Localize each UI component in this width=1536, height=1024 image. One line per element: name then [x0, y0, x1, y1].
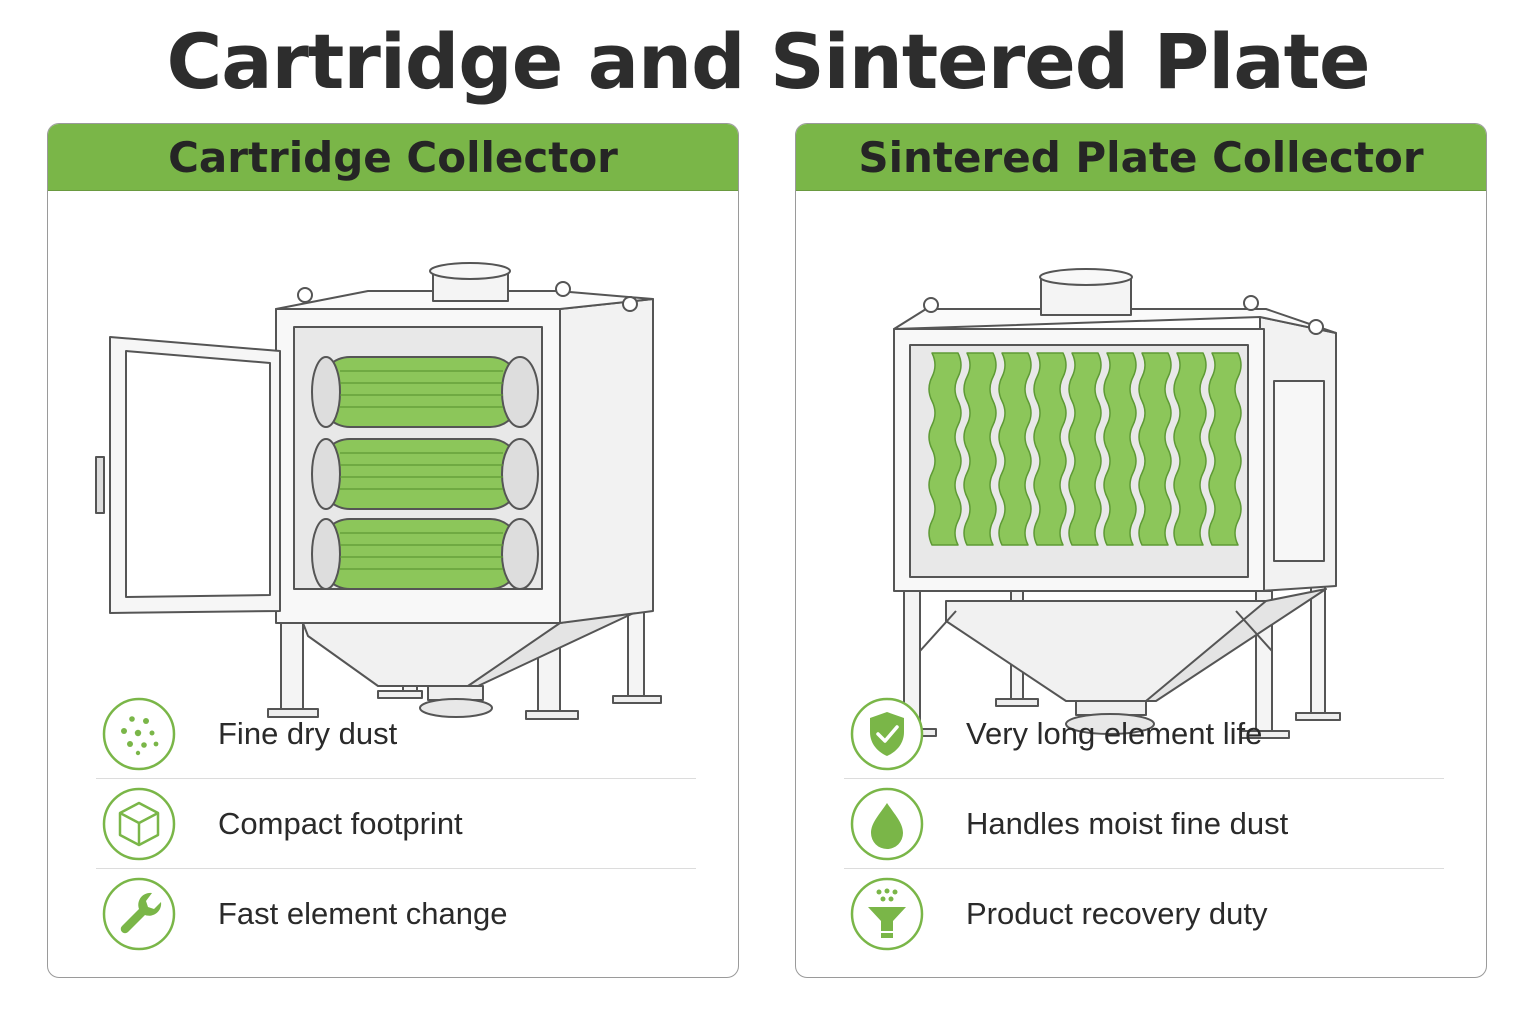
dust-particles-icon: [102, 697, 176, 770]
feature-label: Handles moist fine dust: [966, 805, 1289, 841]
feature-list: Very long element life Handles moist fin…: [844, 689, 1444, 959]
feature-label: Fast element change: [218, 896, 508, 931]
shield-check-icon: [850, 697, 924, 770]
feature-row: Very long element life: [844, 689, 1444, 779]
cube-icon: [102, 787, 176, 860]
panel-heading: Sintered Plate Collector: [796, 124, 1486, 191]
funnel-recovery-icon: [850, 877, 924, 951]
feature-label: Fine dry dust: [218, 715, 398, 751]
feature-row: Fine dry dust: [96, 689, 696, 779]
feature-label: Compact footprint: [218, 805, 463, 841]
feature-label: Product recovery duty: [966, 896, 1268, 931]
sintered-plate-collector-panel: Sintered Plate Collector: [795, 123, 1487, 978]
cartridge-collector-illustration: [95, 262, 662, 720]
feature-row: Handles moist fine dust: [844, 779, 1444, 869]
feature-label: Very long element life: [966, 715, 1263, 751]
cartridge-collector-panel: Cartridge Collector: [47, 123, 739, 978]
feature-row: Fast element change: [96, 869, 696, 959]
feature-row: Product recovery duty: [844, 869, 1444, 959]
wrench-icon: [102, 877, 176, 951]
feature-row: Compact footprint: [96, 779, 696, 869]
panel-heading: Cartridge Collector: [48, 124, 738, 191]
page-title: Cartridge and Sintered Plate: [166, 17, 1370, 106]
sintered-plate-collector-illustration: [887, 268, 1341, 739]
feature-list: Fine dry dust Compact footprint Fast ele…: [96, 689, 696, 959]
water-drop-icon: [850, 787, 924, 860]
